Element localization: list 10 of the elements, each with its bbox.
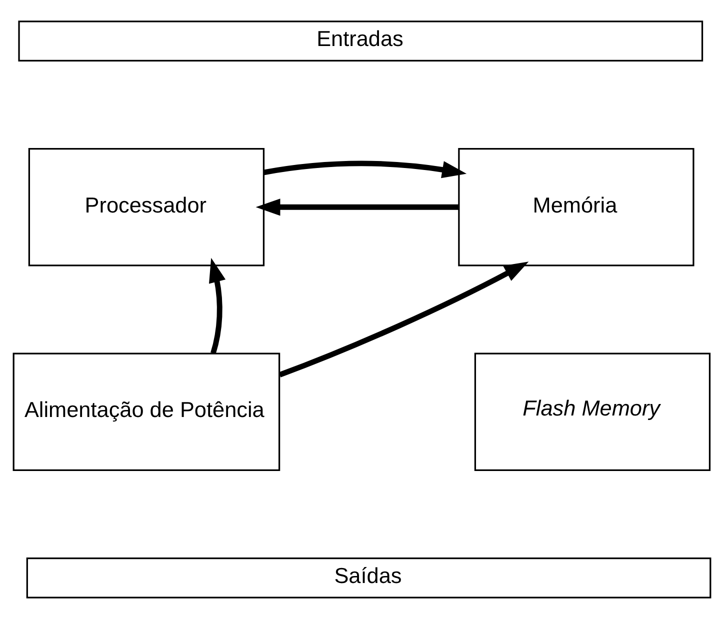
node-box: Memória [458, 148, 694, 266]
node-box: Flash Memory [474, 352, 711, 470]
node-box: Entradas [18, 20, 704, 62]
arrow [256, 198, 458, 216]
arrow [264, 160, 467, 178]
node-box: Processador [28, 148, 265, 266]
node-box: Saídas [26, 556, 712, 598]
arrow [208, 257, 226, 354]
node-box: Alimentação de Potência [12, 352, 280, 470]
arrow [278, 261, 529, 377]
